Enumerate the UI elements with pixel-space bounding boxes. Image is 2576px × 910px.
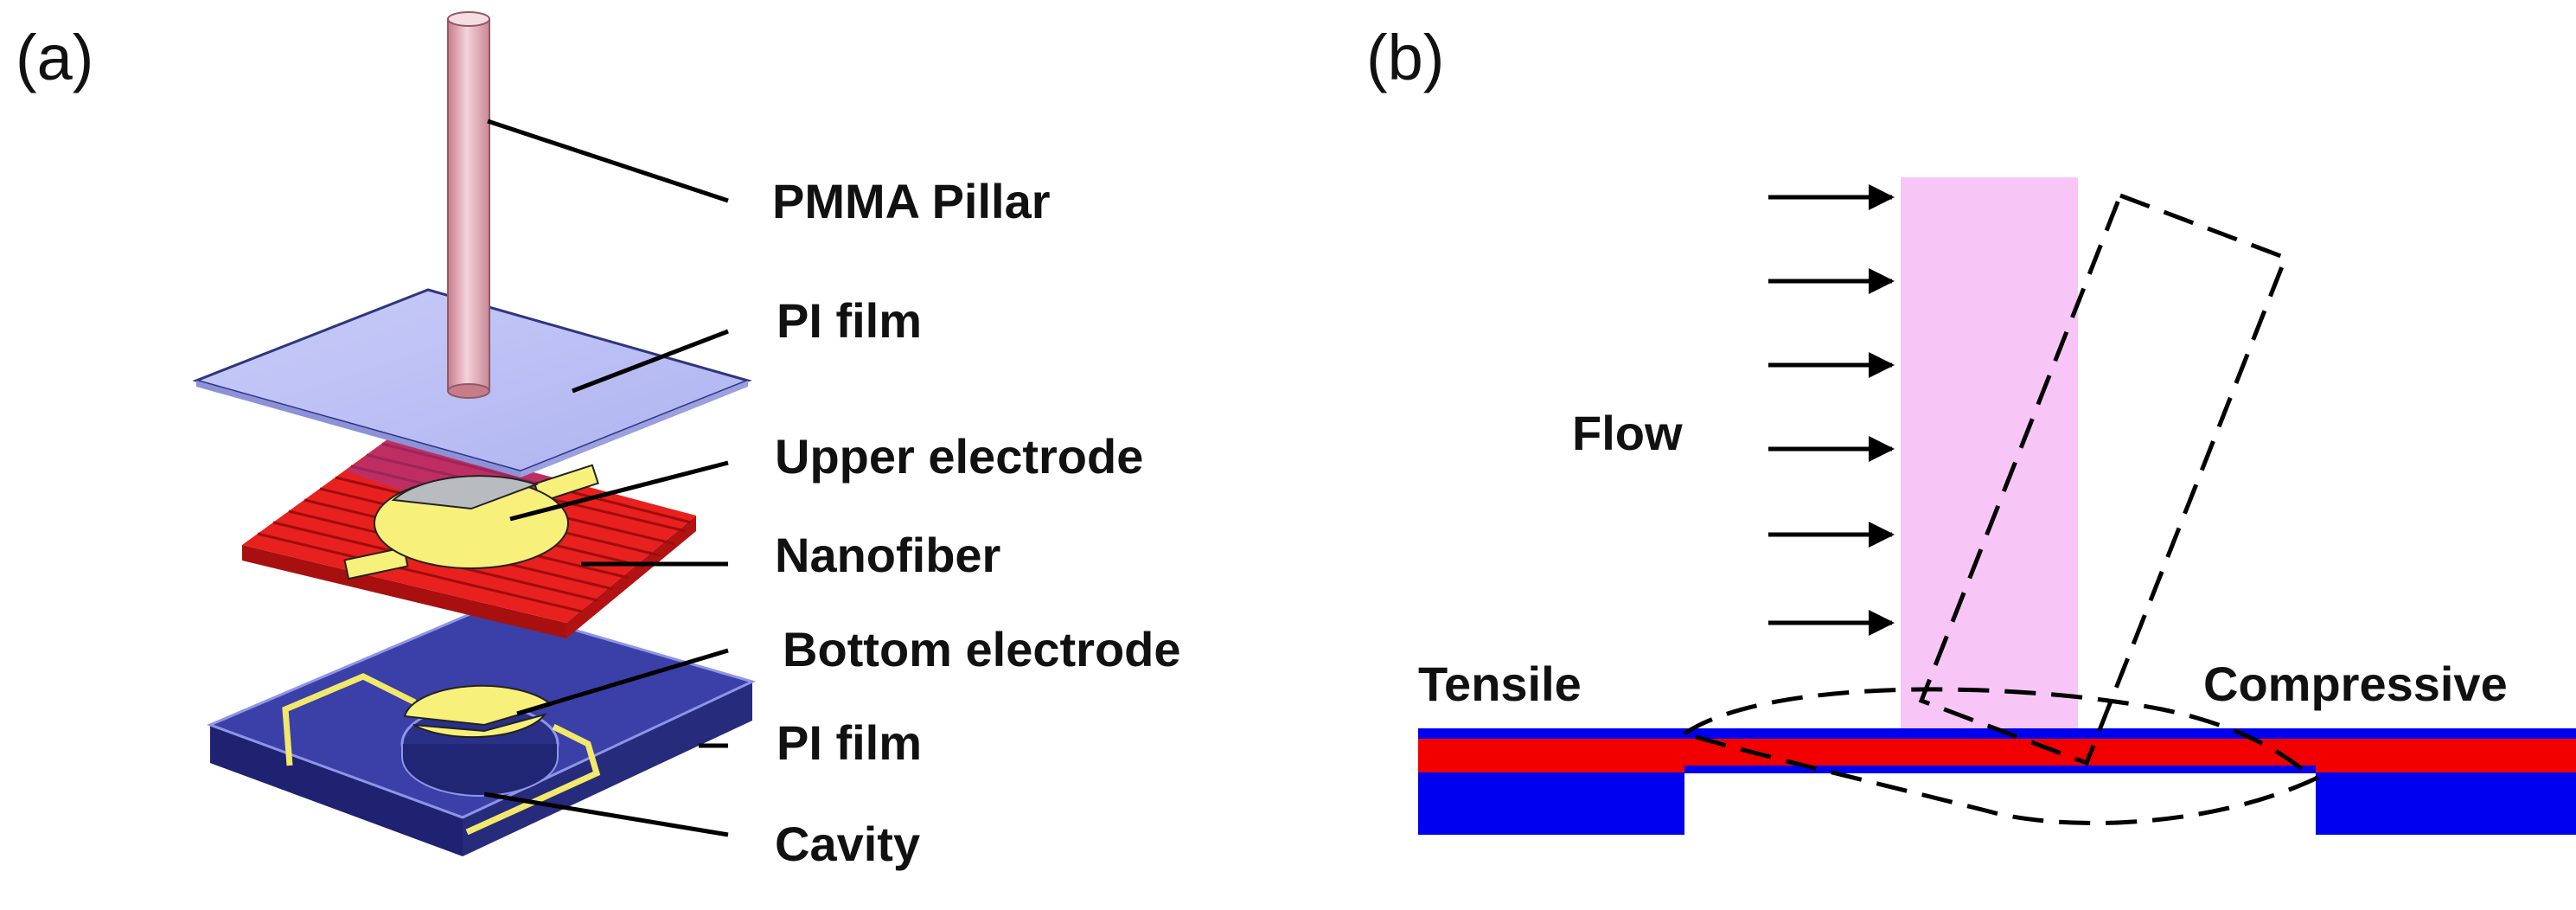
- top-pi-film-edge-right: [521, 381, 748, 477]
- callout-upper-electrode: Upper electrode: [775, 429, 1143, 484]
- pillar-deflected-outline: [1918, 192, 2289, 766]
- nanofiber-layer: [242, 435, 696, 638]
- callout-pi-film-top: PI film: [777, 293, 922, 348]
- pillar-body: [447, 18, 490, 392]
- deflected-shapes: [1679, 192, 2321, 825]
- pillar-base: [447, 383, 490, 399]
- callout-pmma-pillar: PMMA Pillar: [772, 174, 1051, 228]
- top-pi-film-edge: [196, 381, 521, 477]
- callout-bottom-electrode: Bottom electrode: [783, 622, 1181, 676]
- nanofiber-side-right: [566, 516, 696, 638]
- membrane-deflected-outline: [1679, 687, 2321, 825]
- bottom-electrode: [403, 684, 554, 727]
- cavity-rim: [401, 744, 559, 797]
- substrate-side-front: [210, 725, 463, 856]
- panel-b-label: (b): [1366, 22, 1444, 93]
- pillar-top: [447, 11, 490, 27]
- base-block-right: [2316, 772, 2576, 835]
- leader-pmma-pillar: [487, 119, 729, 203]
- nanofiber-side: [242, 545, 566, 638]
- flow-label: Flow: [1572, 406, 1683, 460]
- panel-b: (b) Flow Tensile Compressive: [1366, 22, 2576, 835]
- upper-electrode-cut: [391, 475, 539, 510]
- panel-a-label: (a): [16, 22, 93, 93]
- bottom-electrode-lower: [412, 713, 547, 739]
- panel-a: (a): [16, 11, 1181, 871]
- leader-upper-electrode: [509, 460, 729, 522]
- bottom-substrate: [206, 604, 757, 856]
- tensile-label: Tensile: [1418, 657, 1582, 711]
- leader-cavity: [483, 791, 729, 837]
- base-block-left: [1418, 772, 1684, 835]
- callout-nanofiber: Nanofiber: [775, 528, 1000, 582]
- leader-lines: [483, 119, 729, 837]
- flow-arrows: [1768, 184, 1895, 636]
- beam-blue-bottom: [1684, 766, 2316, 773]
- callout-pi-film-bottom: PI film: [777, 715, 922, 770]
- beam-blue-top: [1418, 728, 2576, 739]
- bottom-electrode-trace-left: [282, 673, 417, 766]
- compressive-label: Compressive: [2203, 657, 2508, 711]
- substrate-side-right: [463, 682, 752, 856]
- callout-cavity: Cavity: [775, 817, 920, 871]
- leader-bottom-electrode: [516, 648, 729, 716]
- pillar-undeformed: [1901, 177, 2078, 731]
- pmma-pillar: [447, 11, 490, 399]
- leader-pi-film-top: [572, 329, 729, 394]
